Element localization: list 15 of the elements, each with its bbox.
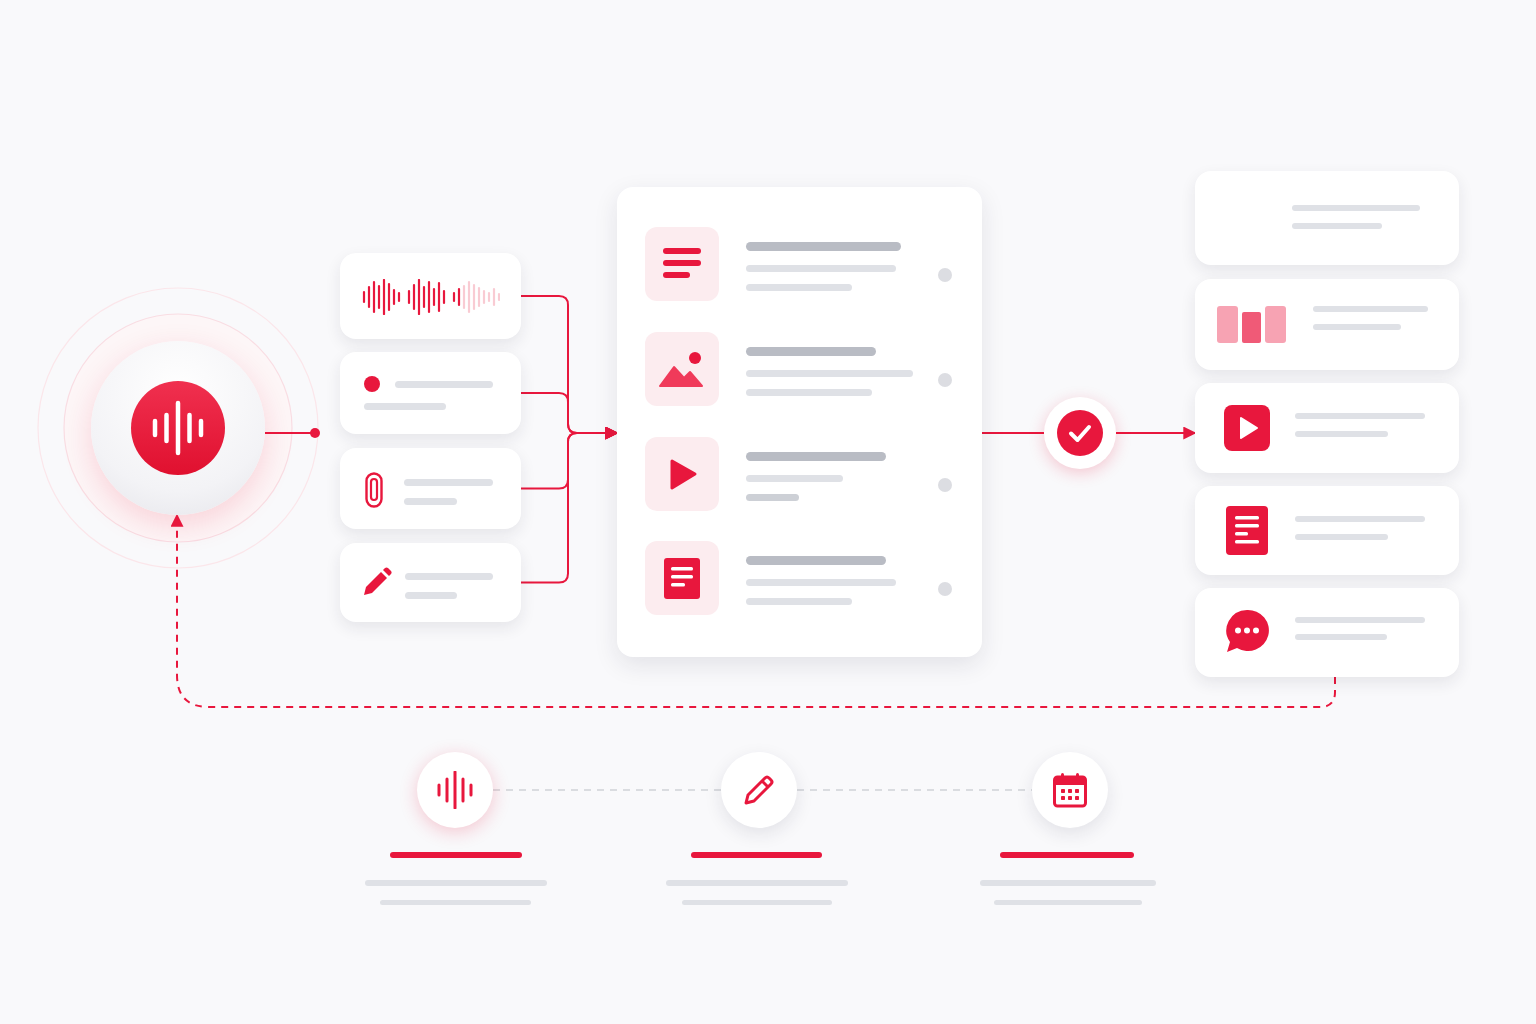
arrow [520, 426, 619, 584]
output-card [1195, 486, 1459, 575]
arrow [1115, 426, 1197, 440]
connector-line [981, 432, 1045, 434]
output-card [1195, 383, 1459, 473]
input-card [340, 352, 521, 434]
input-card [340, 253, 521, 339]
content-panel [617, 187, 982, 657]
input-card [340, 448, 521, 529]
output-card [1195, 279, 1459, 370]
input-card [340, 543, 521, 622]
dashed-arrow [170, 513, 1336, 708]
connector-line [264, 428, 320, 438]
output-card [1195, 588, 1459, 677]
output-card [1195, 171, 1459, 265]
